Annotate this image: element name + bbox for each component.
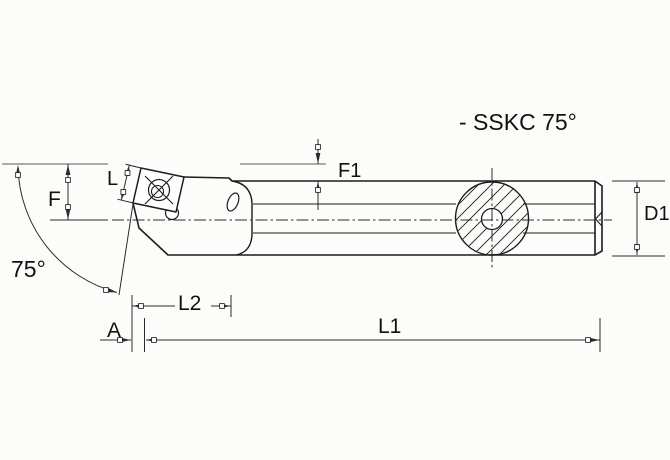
head-slot-oval — [226, 192, 240, 212]
d1-extension-lines — [612, 180, 665, 257]
label-l2: L2 — [178, 292, 201, 315]
grip-square — [65, 204, 71, 210]
label-f: F — [48, 188, 61, 211]
angle-arc — [17, 166, 118, 293]
grip-square — [138, 303, 144, 309]
label-a: A — [107, 319, 121, 342]
grip-square — [120, 189, 127, 195]
clamp-screw-circle — [147, 178, 171, 202]
shank-end-face — [594, 180, 603, 256]
label-lead-angle: 75° — [11, 256, 46, 282]
label-d1: D1 — [644, 203, 670, 225]
l-extension-ticks — [117, 163, 144, 204]
body-bottom-edge — [132, 202, 595, 256]
grip-square — [315, 144, 321, 150]
head-blend-curve — [231, 180, 253, 256]
tool-body — [132, 167, 603, 256]
grip-square — [65, 177, 71, 183]
label-l1: L1 — [378, 315, 401, 338]
grip-square — [315, 187, 321, 193]
centerlines — [112, 168, 612, 268]
label-f1: F1 — [338, 160, 361, 182]
grip-square — [124, 170, 131, 176]
cutting-edge-extension — [118, 203, 134, 296]
end-center-notch — [594, 211, 603, 227]
labels: F L F1 D1 L1 L2 A 75° - SSKC 75° — [11, 109, 670, 342]
grip-square — [585, 337, 591, 343]
clamp-screw-cross — [144, 175, 174, 205]
shank-flat-lines — [253, 203, 595, 234]
grip-square — [634, 187, 640, 193]
label-l: L — [107, 168, 118, 190]
grip-square — [634, 244, 640, 250]
grip-square — [103, 287, 109, 293]
grip-square — [219, 303, 225, 309]
label-tool-designation: - SSKC 75° — [459, 109, 577, 135]
grip-square — [151, 337, 157, 343]
body-top-edge — [183, 176, 595, 182]
grip-square — [15, 172, 21, 178]
clamp-screw-inner-circle — [150, 184, 165, 199]
